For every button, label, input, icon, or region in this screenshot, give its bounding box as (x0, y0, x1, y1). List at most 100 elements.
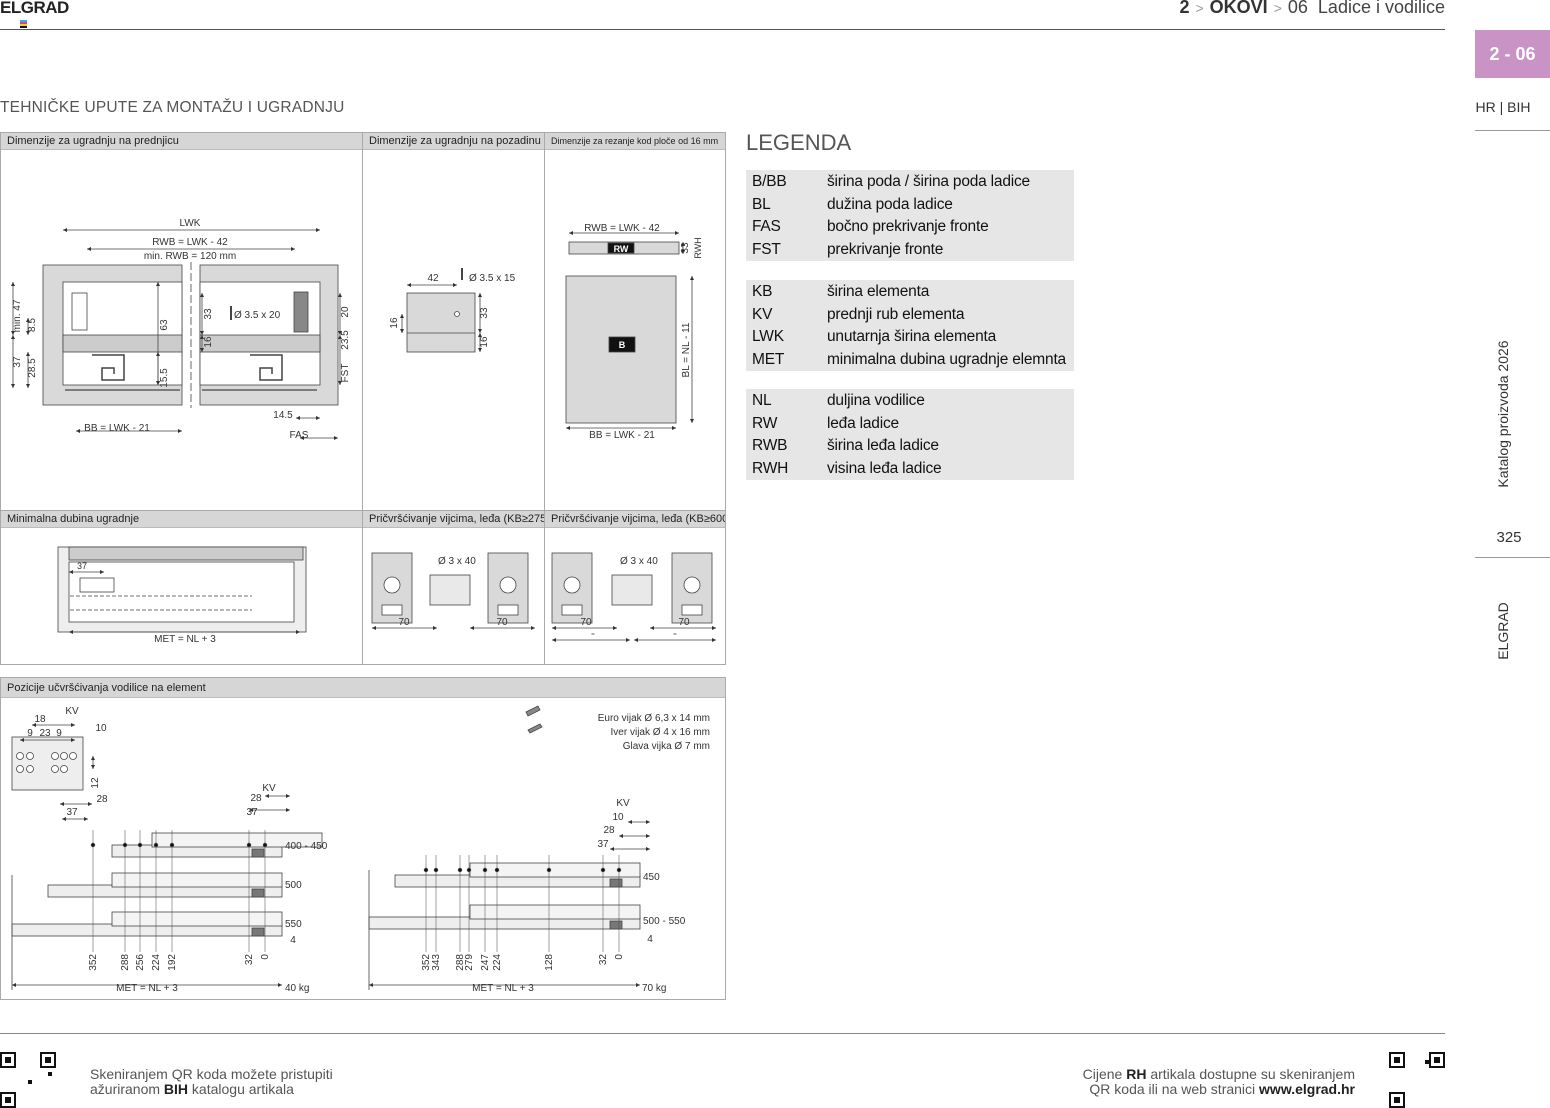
legend-code: KV (752, 305, 773, 323)
dim-kv: KV (616, 798, 630, 809)
hole-position: 32 (244, 954, 255, 966)
drawing-rect (681, 604, 703, 616)
dim-min-rwb: min. RWB = 120 mm (144, 251, 236, 262)
dim-42: 42 (427, 273, 439, 284)
website-link[interactable]: www.elgrad.hr (1259, 1081, 1355, 1097)
rail-inner (111, 911, 283, 927)
dim-28-5: 28.5 (27, 358, 38, 378)
hole-position: 352 (88, 954, 99, 971)
dim-lwk: LWK (180, 218, 201, 229)
panel-title: Minimalna dubina ugradnje (1, 511, 362, 528)
dim-rwb: RWB = LWK - 42 (152, 237, 228, 248)
hinge-wheel (563, 576, 581, 594)
hole (51, 765, 59, 773)
section-title: TEHNIČKE UPUTE ZA MONTAŽU I UGRADNJU (0, 99, 345, 116)
drawing-rect (497, 604, 519, 616)
drawing-rect (381, 604, 403, 616)
dim-37: 37 (597, 839, 609, 850)
chapter-tab[interactable]: 2 - 06 (1475, 30, 1550, 78)
legend-definition: minimalna dubina ugradnje elemnta (827, 350, 1066, 368)
hole (26, 752, 34, 760)
hole (494, 867, 500, 873)
rail-inner (111, 872, 283, 888)
hole (26, 765, 34, 773)
rw-badge (607, 242, 635, 254)
legend-code: FAS (752, 218, 781, 236)
hole-position: 128 (544, 954, 555, 971)
dim-16: 16 (479, 336, 490, 348)
dim-33: 33 (203, 308, 214, 320)
panel-title: Pričvršćivanje vijcima, leđa (KB≥275) (363, 511, 544, 528)
dim-37: 37 (77, 561, 87, 571)
panel-title: Dimenzije za rezanje kod ploče od 16 mm (545, 133, 725, 150)
qr-code-icon[interactable] (1389, 1052, 1445, 1108)
breadcrumb-section[interactable]: OKOVI (1209, 0, 1268, 17)
hole-position: 247 (480, 954, 491, 971)
hinge-wheel (383, 576, 401, 594)
screw-spec: Euro vijak Ø 6,3 x 14 mm (598, 713, 710, 724)
text: artikala dostupne su skeniranjem (1146, 1066, 1355, 1082)
legend-code: FST (752, 240, 781, 258)
dim-14-5: 14.5 (273, 410, 293, 421)
dim-kv: KV (262, 783, 276, 794)
dim-70: 70 (496, 617, 508, 628)
hole-position: 192 (167, 954, 178, 971)
footer-left-line2: ažuriranom BIH katalogu artikala (90, 1082, 333, 1097)
text: katalogu artikala (188, 1081, 294, 1097)
hole-position: 288 (120, 954, 131, 971)
rh-bold: RH (1126, 1066, 1147, 1082)
chevron-right-icon: > (1195, 0, 1204, 16)
legend-definition: unutarnja širina elementa (827, 328, 997, 346)
breadcrumb-sub-title[interactable]: Ladice i vodilice (1317, 0, 1445, 17)
rail-profile (92, 354, 283, 381)
dim-28: 28 (603, 825, 615, 836)
dim-33: 33 (479, 307, 490, 319)
dim-met: MET = NL + 3 (154, 634, 216, 645)
dim-23-5: 23.5 (340, 330, 351, 350)
dim-16: 16 (389, 317, 400, 329)
catalog-label: Katalog proizvoda 2026 (1495, 340, 1511, 488)
hole-position: 32 (598, 954, 609, 966)
qr-code-icon[interactable] (0, 1052, 56, 1108)
dim-37: 37 (66, 807, 78, 818)
legend-definition: visina leđa ladice (827, 459, 942, 477)
rail-end (11, 736, 84, 791)
screw-spec: Ø 3.5 x 20 (234, 310, 281, 321)
dim-8-5: 8.5 (27, 318, 38, 332)
hole (60, 765, 68, 773)
breadcrumb-chapter[interactable]: 2 (1179, 0, 1190, 17)
hole-position: 343 (431, 954, 442, 971)
legend-definition: širina poda / širina poda ladice (827, 173, 1030, 190)
hole (457, 867, 463, 873)
dim-approx: ≈ (591, 632, 595, 638)
hole-position: 256 (135, 954, 146, 971)
sidebar-divider (1475, 557, 1550, 558)
legend-definition: leđa ladice (827, 414, 899, 432)
text: Cijene (1082, 1066, 1127, 1082)
hole-position: 224 (492, 954, 503, 971)
rail-length: 500 - 550 (643, 916, 686, 927)
dim-met: MET = NL + 3 (116, 983, 178, 994)
technical-drawings: LWK RWB = LWK - 42 min. RWB = 120 mm min… (11, 218, 716, 994)
rail-length: 400 - 450 (285, 841, 328, 852)
drawer-front (71, 292, 88, 331)
hole (60, 752, 68, 760)
header-divider (0, 29, 1445, 30)
hole (153, 842, 159, 848)
rail-lock (609, 878, 623, 888)
hole-position: 288 (455, 954, 466, 971)
language-label: HR | BIH (1475, 99, 1531, 115)
breadcrumb-sub-number[interactable]: 06 (1287, 0, 1308, 17)
legend-definition: dužina poda ladice (827, 195, 953, 213)
hole (51, 752, 59, 760)
hole (169, 842, 175, 848)
hole (69, 752, 77, 760)
panel-rail-positions: Pozicije učvršćivanja vodilice na elemen… (0, 677, 726, 1000)
dim-15-5: 15.5 (159, 368, 170, 388)
hinge-wheel (499, 576, 517, 594)
